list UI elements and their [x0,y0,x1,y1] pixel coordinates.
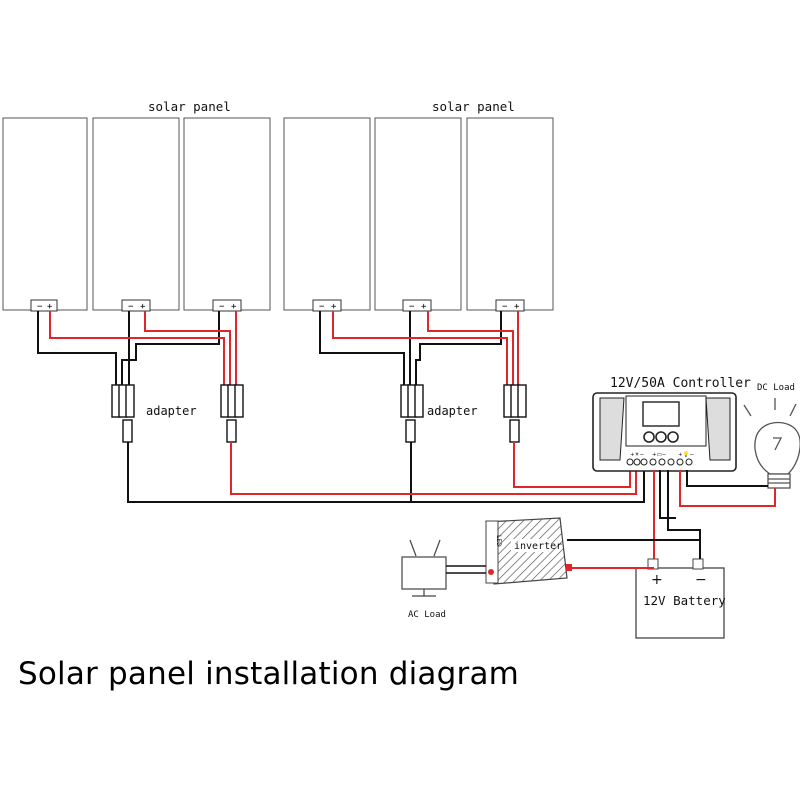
page-title: Solar panel installation diagram [18,656,520,692]
pv-to-controller-positive [230,442,637,495]
terminal-plus-label: + [514,302,520,312]
solar-panel-1 [2,117,88,311]
controller-terminals [626,458,693,466]
junction-box-3: − + [212,299,242,312]
controller-pv-symbol: +☀− [630,451,645,458]
controller-knob-2 [655,431,667,443]
terminal-minus-label: − [409,302,415,312]
terminal-minus-label: − [37,302,43,312]
pv-to-controller-negative [127,442,645,503]
adapter-right-positive [503,384,527,443]
panel-wiring-positive [49,311,519,385]
junction-boxes: − + − + − + − + − + − + [30,299,525,312]
ac-load-tv-icon [401,539,447,597]
junction-box-6: − + [495,299,525,312]
panel-wiring-negative [37,311,502,385]
controller-knob-1 [643,431,655,443]
junction-box-5: − + [402,299,432,312]
junction-box-2: − + [121,299,151,312]
dc-load-bulb-icon [743,398,800,489]
battery-label: 12V Battery [643,593,726,608]
dc-load-wire-positive [679,470,776,507]
controller-battery-symbol: +▭− [652,452,667,458]
adapter-right-negative [400,384,424,443]
charge-controller: +☀− +▭− +💡− [592,392,737,472]
controller-knob-3 [667,431,679,443]
battery: + − 12V Battery [635,558,726,639]
dc-load-label: DC Load [757,383,795,393]
solar-panel-3 [183,117,271,311]
junction-box-4: − + [312,299,342,312]
adapter-label-right: adapter [427,404,478,418]
inverter-label: inverter [514,541,562,552]
solar-panel-6 [466,117,554,311]
adapter-label-left: adapter [146,404,197,418]
solar-panel-label-left: solar panel [148,99,231,114]
dc-load-wire-negative [686,470,768,487]
solar-panel-label-right: solar panel [432,99,515,114]
inverter-wire-negative [567,539,701,559]
solar-panel-5 [374,117,462,311]
terminal-minus-label: − [502,302,508,312]
terminal-plus-label: + [140,302,146,312]
terminal-minus-label: − [128,302,134,312]
battery-wire-negative-2 [659,470,676,519]
inverter: inverter LED [485,517,572,585]
battery-wire-negative [667,470,701,560]
controller-display [642,401,680,427]
terminal-plus-label: + [47,302,53,312]
controller-label: 12V/50A Controller [610,376,751,391]
junction-box-1: − + [30,299,58,312]
inverter-switch [488,569,494,575]
inverter-led-label: LED [495,535,502,547]
solar-panel-2 [92,117,180,311]
adapter-left-positive [220,384,244,443]
battery-minus-label: − [695,572,707,588]
terminal-plus-label: + [331,302,337,312]
terminal-minus-label: − [219,302,225,312]
adapter-left-negative [111,384,135,443]
ac-load-label: AC Load [408,610,446,620]
terminal-plus-label: + [421,302,427,312]
terminal-plus-label: + [231,302,237,312]
battery-plus-label: + [651,572,663,588]
solar-panel-array [2,117,554,311]
solar-panel-4 [283,117,371,311]
controller-load-symbol: +💡− [678,451,694,458]
terminal-minus-label: − [319,302,325,312]
adapter-connectors [111,384,527,443]
